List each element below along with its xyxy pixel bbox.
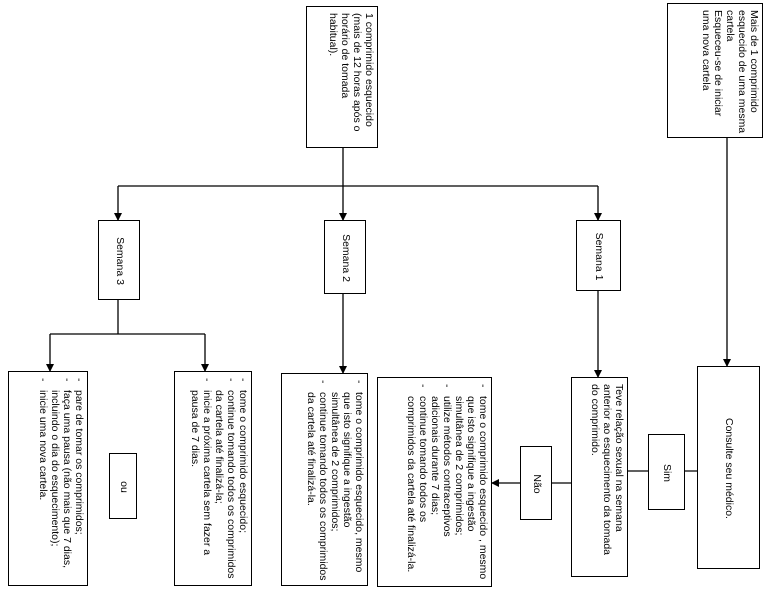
nao-action-item: - utilize métodos contraceptivos adicion… (429, 384, 453, 582)
bullet-dash: - (237, 378, 249, 382)
semana-3-option-b-box: - pare de tomar os comprimidos; - faça u… (8, 371, 88, 586)
bullet-dash: - (353, 380, 365, 384)
sim-label: Sim (661, 463, 674, 483)
nao-box: Não (520, 446, 552, 520)
nao-action-text: tome o comprimido esquecido , mesmo que … (453, 396, 489, 580)
nao-actions-box: - tome o comprimido esquecido , mesmo qu… (377, 377, 492, 587)
semana-3-option-a-item: - inicie a próxima cartela sem fazer a p… (189, 378, 213, 581)
semana-3-option-a-text: continue tomando todos os comprimidos da… (213, 390, 237, 579)
one-forgotten-line-3: horário de tomada (339, 13, 351, 99)
question-line-3: do comprimido. (589, 384, 601, 456)
bullet-dash: - (73, 378, 85, 382)
semana-3-option-b-item: - inicie uma nova cartela. (37, 378, 49, 581)
semana-2-action-text: continue tomando todos os comprimidos da… (305, 392, 329, 581)
consult-doctor-text: Consulte seu médico. (723, 418, 736, 519)
bullet-dash: - (225, 378, 237, 382)
semana-3-option-a-box: - tome o comprimido esquecido; - continu… (174, 371, 252, 586)
semana-3-option-b-item: - faça uma pausa (não mais que 7 dias, i… (49, 378, 73, 581)
semana-1-label: Semana 1 (593, 232, 606, 281)
semana-2-action-item: - tome o comprimido esquecido, mesmo que… (329, 380, 365, 581)
semana-3-option-b-item: - pare de tomar os comprimidos; (73, 378, 85, 581)
semana-2-action-text: tome o comprimido esquecido, mesmo que i… (329, 392, 365, 573)
multiple-forgotten-line-2: esquecido de uma mesma (736, 10, 748, 134)
semana-3-option-b-text: pare de tomar os comprimidos; (73, 390, 85, 535)
multiple-forgotten-box: Mais de 1 comprimido esquecido de uma me… (667, 3, 763, 138)
semana-3-option-a-item: - continue tomando todos os comprimidos … (213, 378, 237, 581)
nao-action-text: utilize métodos contraceptivos adicionai… (429, 396, 453, 537)
semana-3-option-a-text: inicie a próxima cartela sem fazer a pau… (189, 390, 213, 556)
nao-action-item: - tome o comprimido esquecido , mesmo qu… (453, 384, 489, 582)
ou-label: ou (118, 481, 130, 493)
semana-2-actions-box: - tome o comprimido esquecido, mesmo que… (281, 373, 368, 586)
question-line-2: anterior ao esquecimento da tomada (601, 384, 613, 556)
multiple-forgotten-line-4: Esqueceu-se de iniciar (712, 10, 724, 117)
multiple-forgotten-line-5: uma nova cartela (700, 10, 712, 91)
semana-3-option-a-text: tome o comprimido esquecido; (237, 390, 249, 533)
semana-3-box: Semana 3 (98, 220, 140, 300)
semana-3-label: Semana 3 (114, 237, 126, 285)
ou-box: ou (109, 453, 137, 519)
multiple-forgotten-line-3: cartela (724, 10, 736, 42)
semana-2-action-item: - continue tomando todos os comprimidos … (305, 380, 329, 581)
bullet-dash: - (417, 384, 429, 388)
multiple-forgotten-line-1: Mais de 1 comprimido (748, 10, 760, 113)
nao-label: Não (531, 474, 543, 494)
bullet-dash: - (61, 378, 73, 382)
bullet-dash: - (37, 378, 49, 382)
semana-2-box: Semana 2 (324, 220, 366, 294)
sexual-relation-question-box: Teve relação sexual na semana anterior a… (571, 377, 628, 577)
question-line-1: Teve relação sexual na semana (613, 384, 625, 532)
sim-box: Sim (648, 434, 685, 510)
nao-action-item: - continue tomando todos os comprimidos … (405, 384, 429, 582)
bullet-dash: - (317, 380, 329, 384)
one-forgotten-box: 1 comprimido esquecido (mais de 12 horas… (306, 6, 378, 148)
consult-doctor-box: Consulte seu médico. (697, 366, 760, 569)
semana-2-label: Semana 2 (340, 234, 352, 282)
semana-3-option-b-text: faça uma pausa (não mais que 7 dias, inc… (49, 390, 73, 569)
one-forgotten-line-2: (mais de 12 horas após o (351, 13, 363, 132)
bullet-dash: - (477, 384, 489, 388)
semana-3-option-a-item: - tome o comprimido esquecido; (237, 378, 249, 581)
one-forgotten-line-1: 1 comprimido esquecido (363, 13, 375, 127)
nao-action-text: continue tomando todos os comprimidos da… (405, 396, 429, 573)
semana-1-box: Semana 1 (576, 220, 621, 291)
bullet-dash: - (201, 378, 213, 382)
one-forgotten-line-4: habitual). (327, 13, 339, 57)
bullet-dash: - (441, 384, 453, 388)
semana-3-option-b-text: inicie uma nova cartela. (37, 390, 49, 501)
